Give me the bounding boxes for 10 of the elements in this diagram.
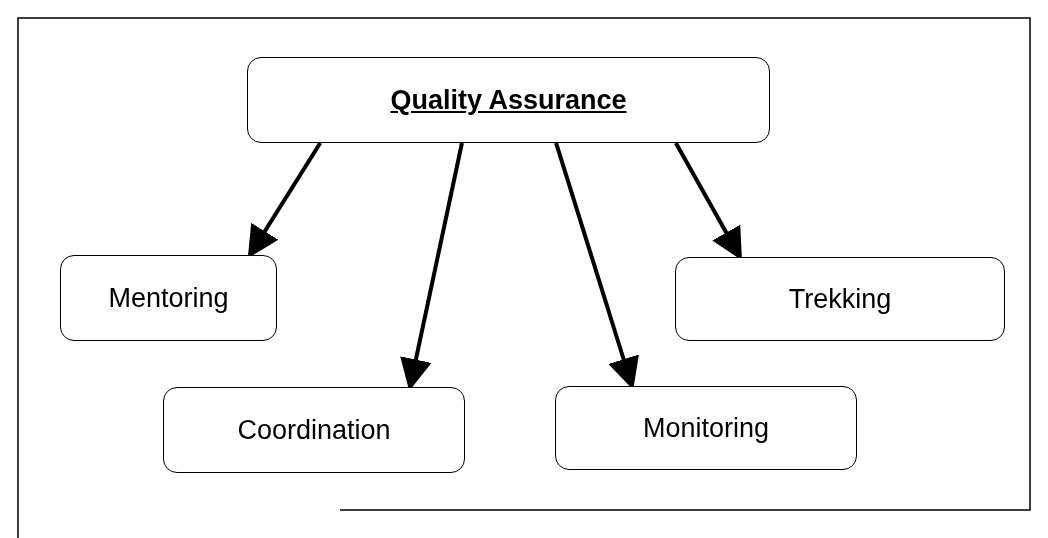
node-label: Coordination <box>237 413 391 447</box>
node-label: Monitoring <box>642 411 770 445</box>
node-label: Trekking <box>788 282 892 316</box>
process-box <box>247 57 770 143</box>
heading-text: Quality Assurance <box>390 83 627 117</box>
process-box <box>163 387 465 473</box>
process-box <box>555 386 857 470</box>
process-box <box>675 257 1005 341</box>
process-box <box>60 255 277 341</box>
node-label: Mentoring <box>108 281 229 315</box>
